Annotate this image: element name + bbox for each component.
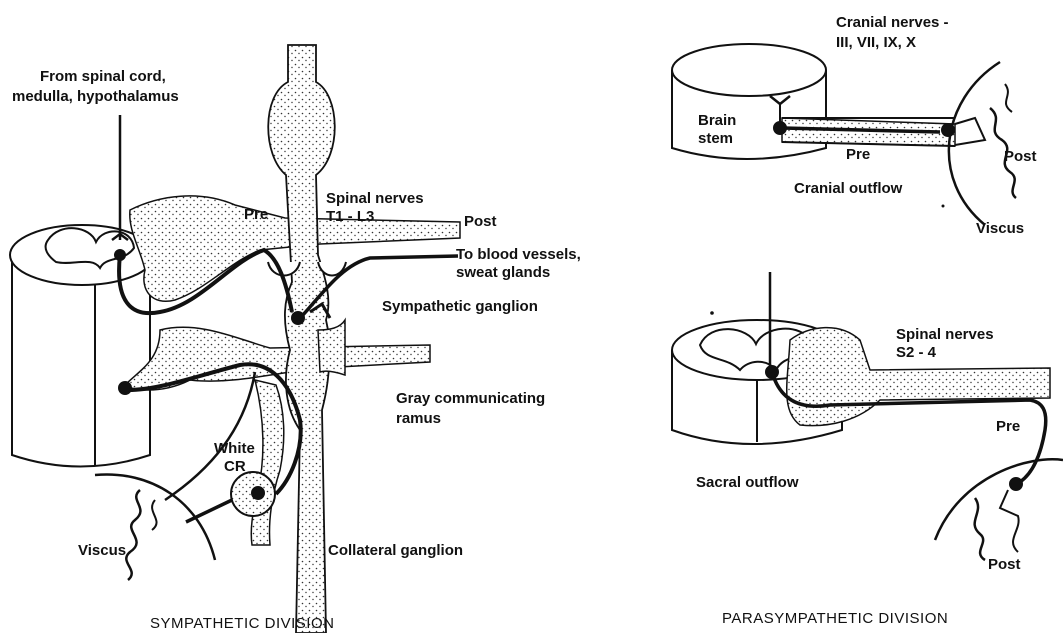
label-ramus: ramus [396,410,441,427]
caption-sympathetic-division: SYMPATHETIC DIVISION [150,615,334,632]
label-viscus-sympathetic: Viscus [78,542,126,559]
label-stem: stem [698,130,733,147]
label-from-spinal-cord: From spinal cord, [40,68,166,85]
label-cr: CR [224,458,246,475]
label-cranial-outflow: Cranial outflow [794,180,902,197]
label-sweat-glands: sweat glands [456,264,550,281]
label-viscus-parasympathetic: Viscus [976,220,1024,237]
spinal-cord-segment [10,225,154,467]
label-pre-cranial: Pre [846,146,870,163]
label-brain: Brain [698,112,736,129]
label-cranial-nerves: Cranial nerves - [836,14,949,31]
ventral-root [125,327,430,390]
label-white: White [214,440,255,457]
label-post-sympathetic: Post [464,213,497,230]
viscus-bottom [935,459,1063,540]
label-sympathetic-ganglion: Sympathetic ganglion [382,298,538,315]
caption-parasympathetic-division: PARASYMPATHETIC DIVISION [722,610,948,627]
label-collateral-ganglion: Collateral ganglion [328,542,463,559]
label-to-blood-vessels: To blood vessels, [456,246,581,263]
label-spinal-range-sympathetic: T1 - L3 [326,208,374,225]
label-pre-sacral: Pre [996,418,1020,435]
label-post-sacral: Post [988,556,1021,573]
label-pre-sympathetic: Pre [244,206,268,223]
label-post-cranial: Post [1004,148,1037,165]
label-sacral-outflow: Sacral outflow [696,474,799,491]
label-spinal-nerves-sympathetic: Spinal nerves [326,190,424,207]
label-spinal-nerves-parasympathetic: Spinal nerves [896,326,994,343]
label-cranial-list: III, VII, IX, X [836,34,916,51]
label-medulla-hypothalamus: medulla, hypothalamus [12,88,179,105]
viscus-top [949,62,1000,225]
label-gray-communicating: Gray communicating [396,390,545,407]
label-spinal-range-parasympathetic: S2 - 4 [896,344,936,361]
splanchnic-nerve [251,380,284,545]
